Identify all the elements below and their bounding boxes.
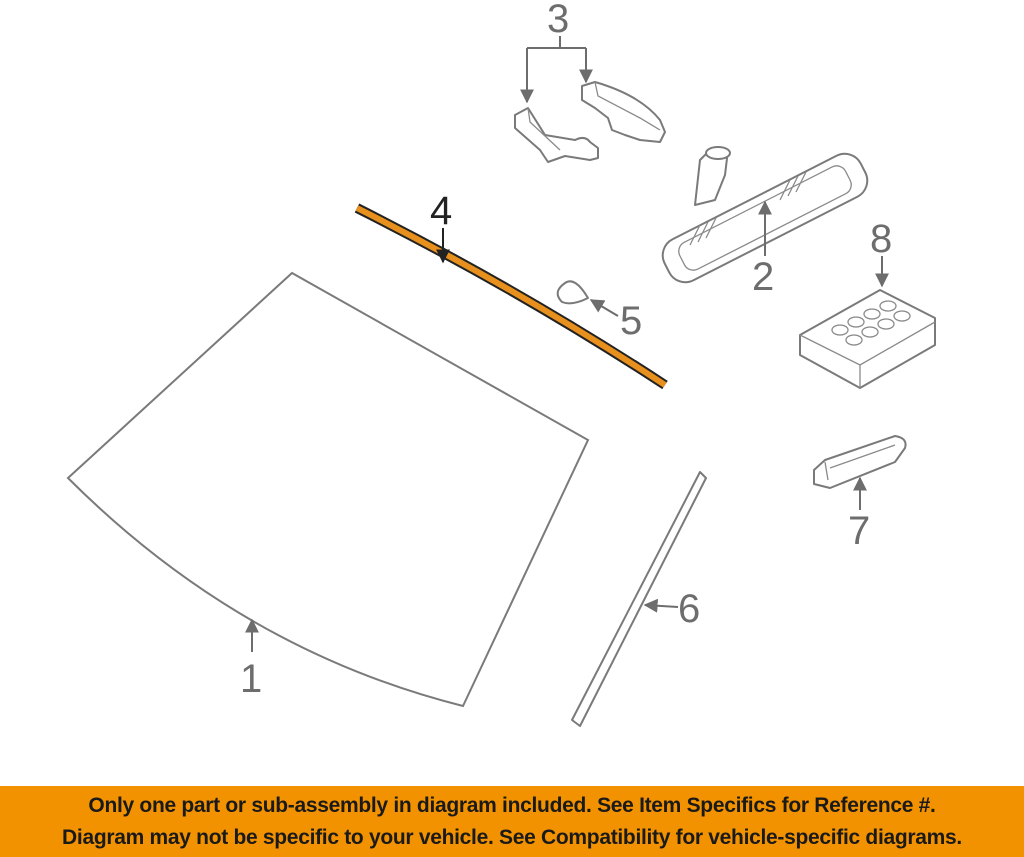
callout-bracket-3 [527, 36, 586, 49]
diagram-canvas: 1 4 5 6 3 2 8 [66, 0, 936, 727]
mirror-cover-part[interactable] [514, 81, 666, 163]
callout-6: 6 [678, 587, 700, 631]
callout-arrow-5 [589, 299, 619, 317]
disclaimer-banner: Only one part or sub-assembly in diagram… [0, 786, 1024, 857]
disclaimer-line-2: Diagram may not be specific to your vehi… [62, 826, 962, 849]
callout-arrow-6 [643, 598, 679, 613]
callout-5: 5 [620, 299, 642, 343]
windshield-part[interactable] [66, 271, 590, 708]
callout-4: 4 [430, 189, 452, 233]
lamp-part[interactable] [813, 435, 907, 489]
side-molding-part[interactable] [571, 471, 707, 727]
disclaimer-line-1: Only one part or sub-assembly in diagram… [88, 794, 936, 817]
callout-7: 7 [848, 509, 870, 553]
callout-8: 8 [870, 217, 892, 261]
control-module-part[interactable] [799, 289, 936, 389]
sensor-part[interactable] [556, 280, 589, 305]
callout-3: 3 [547, 0, 569, 41]
callout-1: 1 [240, 657, 262, 701]
callout-2: 2 [752, 255, 774, 299]
